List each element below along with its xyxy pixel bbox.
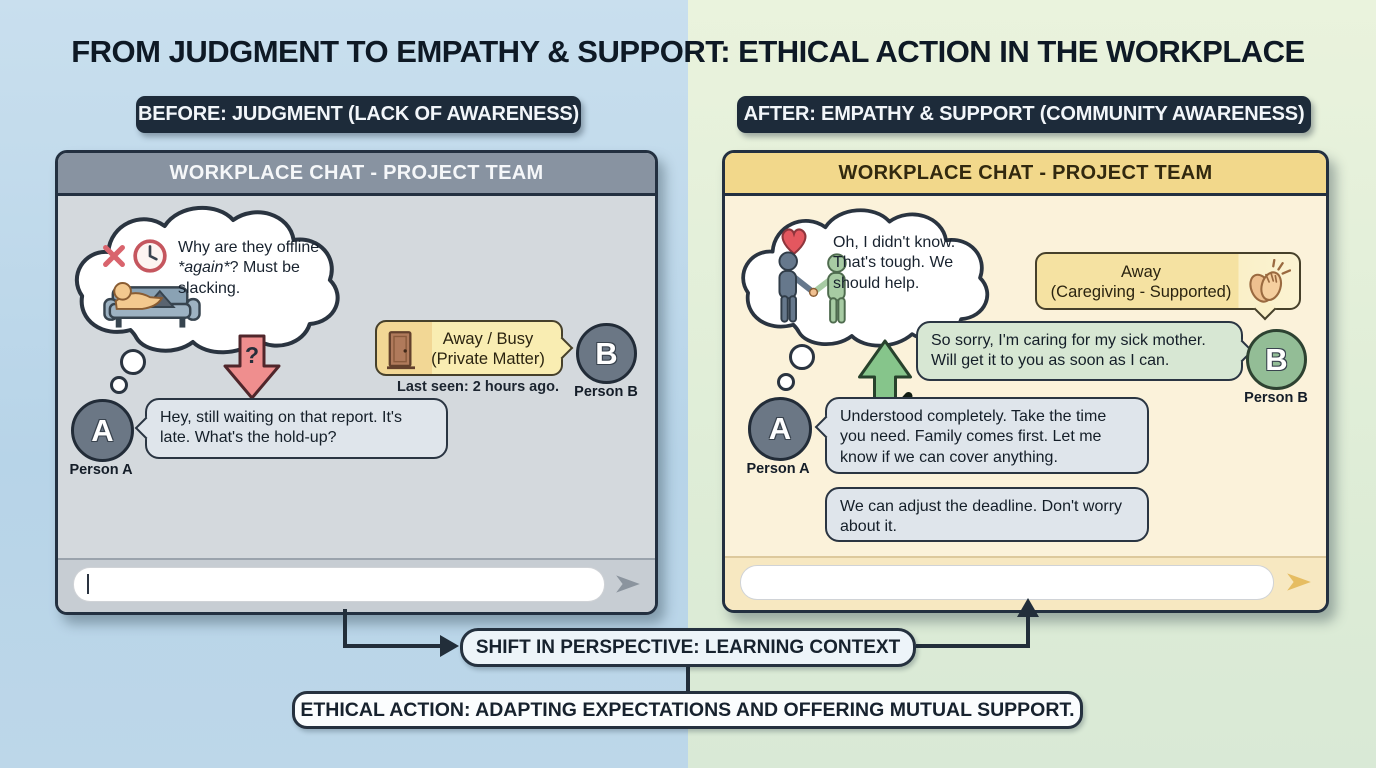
connector-middle-vertical (686, 667, 690, 693)
person-b-initial: B (595, 335, 618, 371)
send-button[interactable] (614, 572, 642, 598)
clock-icon (132, 238, 168, 274)
connector-left-horizontal (343, 644, 442, 648)
thought-text-post: ? Must be slacking. (178, 259, 300, 297)
judgment-down-arrow: ? (221, 333, 283, 401)
after-chat-body: Oh, I didn't know. That's tough. We shou… (725, 196, 1326, 558)
thought-text-emphasis: *again* (178, 259, 230, 277)
thought-text-pre: Why are they offline (178, 239, 320, 256)
before-message-a-text: Hey, still waiting on that report. It's … (160, 409, 402, 447)
status-line-2: (Private Matter) (431, 350, 545, 369)
people-holding-hands-icon (759, 245, 871, 331)
x-icon (100, 242, 128, 270)
message-tail (134, 416, 158, 440)
status-line-1: Away (1120, 263, 1162, 281)
text-cursor (87, 574, 89, 594)
person-b-avatar: B (576, 323, 637, 384)
after-chat-title: WORKPLACE CHAT - PROJECT TEAM (838, 161, 1213, 184)
thought-trail-dot (789, 344, 815, 370)
thought-trail-dot (110, 376, 128, 394)
person-b-initial: B (1265, 341, 1288, 377)
page-title: FROM JUDGMENT TO EMPATHY & SUPPORT: ETHI… (71, 34, 1305, 69)
send-icon (1287, 573, 1311, 591)
after-message-b-text: So sorry, I'm caring for my sick mother.… (931, 332, 1206, 370)
thought-trail-dot (120, 349, 146, 375)
clapping-hands-icon (1243, 258, 1292, 307)
door-icon (387, 330, 415, 370)
before-status-bubble: Away / Busy (Private Matter) (375, 320, 574, 376)
person-a-initial: A (91, 412, 114, 448)
person-b-label: Person B (1244, 390, 1308, 406)
person-b-label: Person B (574, 384, 638, 400)
arrowhead-up-icon (1017, 598, 1039, 617)
after-status-bubble: Away (Caregiving - Supported) (1035, 252, 1301, 321)
before-message-input[interactable] (73, 567, 605, 602)
last-seen-text: Last seen: 2 hours ago. (397, 379, 559, 395)
status-line-1: Away / Busy (442, 330, 534, 348)
before-chat-title: WORKPLACE CHAT - PROJECT TEAM (169, 161, 544, 184)
before-chat-header: WORKPLACE CHAT - PROJECT TEAM (58, 153, 655, 196)
question-mark-label: ? (244, 342, 260, 368)
after-thought-text: Oh, I didn't know. That's tough. We shou… (833, 234, 956, 292)
after-message-a1-text: Understood completely. Take the time you… (840, 408, 1107, 466)
before-message-a: Hey, still waiting on that report. It's … (134, 398, 448, 459)
after-message-a1: Understood completely. Take the time you… (814, 397, 1149, 474)
person-a-label: Person A (69, 462, 133, 478)
person-a-initial: A (768, 411, 792, 446)
ethical-action-box: ETHICAL ACTION: ADAPTING EXPECTATIONS AN… (292, 691, 1083, 729)
send-button[interactable] (1285, 570, 1313, 596)
connector-left-vertical (343, 609, 347, 648)
message-tail (814, 415, 838, 439)
person-on-couch-icon (103, 278, 201, 333)
after-badge: AFTER: EMPATHY & SUPPORT (COMMUNITY AWAR… (737, 96, 1311, 133)
shift-perspective-box: SHIFT IN PERSPECTIVE: LEARNING CONTEXT (460, 628, 916, 667)
person-a-avatar: A (748, 397, 812, 461)
after-chat-header: WORKPLACE CHAT - PROJECT TEAM (725, 153, 1326, 196)
before-thought-text: Why are they offline *again*? Must be sl… (178, 238, 320, 299)
connector-right-vertical (1026, 614, 1030, 648)
after-message-a2-text: We can adjust the deadline. Don't worry … (840, 498, 1123, 536)
arrowhead-right-icon (440, 635, 459, 657)
before-composer (58, 558, 655, 612)
before-chat-window: WORKPLACE CHAT - PROJECT TEAM (55, 150, 658, 615)
status-line-2: (Caregiving - Supported) (1050, 283, 1232, 302)
after-message-b: So sorry, I'm caring for my sick mother.… (916, 321, 1254, 381)
thought-trail-dot (777, 373, 795, 391)
connector-right-horizontal (916, 644, 1029, 648)
before-badge: BEFORE: JUDGMENT (LACK OF AWARENESS) (136, 96, 581, 133)
before-thought-bubble: Why are they offline *again*? Must be sl… (66, 198, 348, 358)
heart-icon (777, 225, 811, 257)
person-a-label: Person A (746, 461, 810, 477)
person-a-avatar: A (71, 399, 134, 462)
after-message-input[interactable] (740, 565, 1274, 600)
person-b-avatar: B (1246, 329, 1307, 390)
after-thought-bubble: Oh, I didn't know. That's tough. We shou… (733, 201, 997, 351)
send-icon (616, 575, 640, 593)
status-bubble-tail (550, 336, 574, 360)
after-message-a2: We can adjust the deadline. Don't worry … (825, 487, 1149, 542)
after-chat-window: WORKPLACE CHAT - PROJECT TEAM (722, 150, 1329, 613)
before-chat-body: Why are they offline *again*? Must be sl… (58, 196, 655, 560)
